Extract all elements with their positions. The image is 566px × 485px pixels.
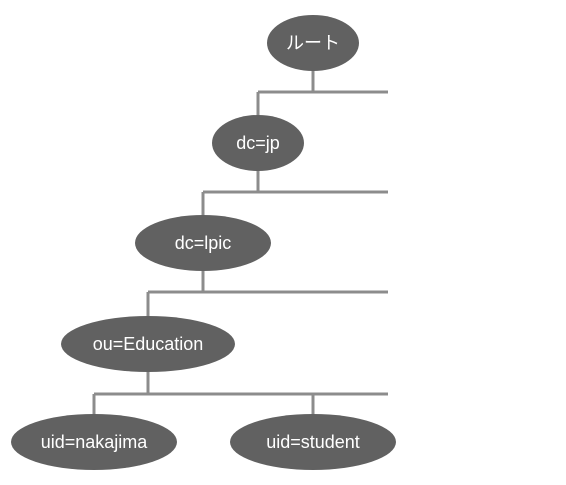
node-dc-lpic-shape <box>135 215 271 271</box>
node-uid-nakajima-label: uid=nakajima <box>41 432 149 452</box>
node-root-label: ルート <box>286 33 340 53</box>
node-root: ルート <box>267 15 359 71</box>
node-dc-lpic-label: dc=lpic <box>175 233 232 253</box>
node-dc-jp-label: dc=jp <box>236 133 280 153</box>
node-ou-education: ou=Education <box>61 316 235 372</box>
node-dc-jp-shape <box>212 115 304 171</box>
node-dc-lpic: dc=lpic <box>135 215 271 271</box>
connectors <box>92 70 388 416</box>
node-dc-jp: dc=jp <box>212 115 304 171</box>
node-uid-nakajima-shape <box>11 414 177 470</box>
node-uid-nakajima: uid=nakajima <box>11 414 177 470</box>
node-ou-education-shape <box>61 316 235 372</box>
node-root-shape <box>267 15 359 71</box>
node-ou-education-label: ou=Education <box>93 334 204 354</box>
node-uid-student: uid=student <box>230 414 396 470</box>
node-uid-student-label: uid=student <box>266 432 360 452</box>
node-uid-student-shape <box>230 414 396 470</box>
